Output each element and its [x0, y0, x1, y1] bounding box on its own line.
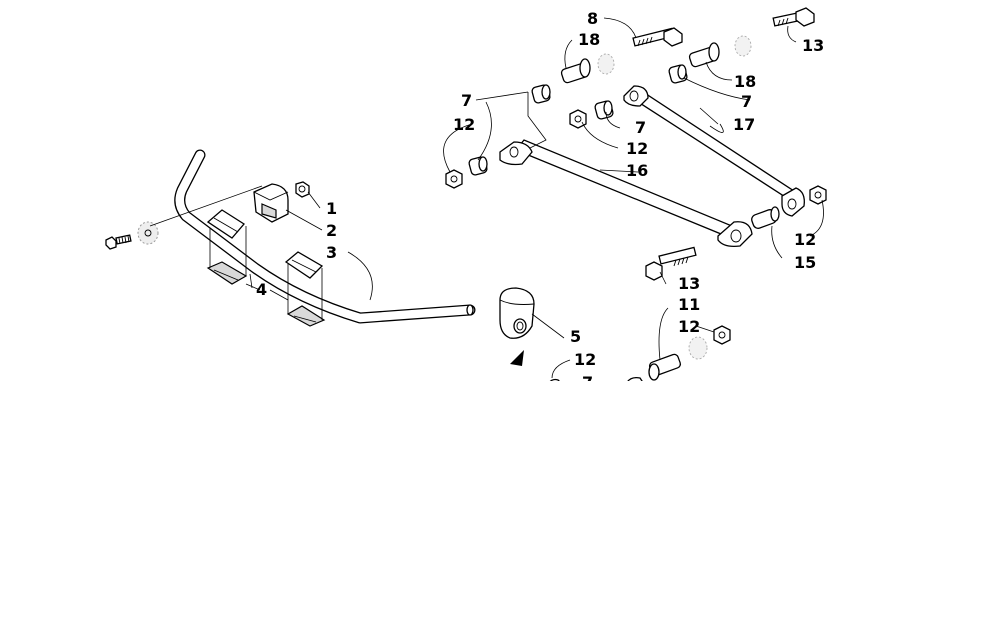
- flanged-bushing-left: [560, 58, 591, 84]
- pivot-bushing-middle: [594, 100, 614, 120]
- callout-18-left: 18: [578, 30, 600, 49]
- pivot-bushing-top-right: [668, 64, 688, 84]
- clamp-assembly-line: [149, 185, 263, 227]
- callout-12-left: 12: [453, 115, 475, 134]
- callout-12-right: 12: [794, 230, 816, 249]
- pivot-bolt-top-right: [772, 7, 815, 27]
- callout-15: 15: [794, 253, 816, 272]
- clamp-nut: [295, 181, 310, 198]
- lock-nut-bottom: [713, 325, 731, 345]
- flanged-bushing-right: [688, 42, 720, 68]
- callout-7-middle: 7: [635, 118, 646, 137]
- callout-7-left: 7: [461, 91, 472, 110]
- bar-bushing-lower-right: [286, 305, 326, 327]
- spacer-sleeve: [751, 206, 780, 229]
- bushing-guide-lines: [209, 226, 323, 320]
- callout-5: 5: [570, 327, 581, 346]
- callout-2: 2: [326, 221, 337, 240]
- callout-1: 1: [326, 199, 337, 218]
- callout-12-bottom: 12: [678, 317, 700, 336]
- lock-nut-middle: [569, 109, 587, 129]
- stabilizer-link-end: [499, 287, 535, 339]
- callout-7-right: 7: [741, 92, 752, 111]
- callout-12-middle: 12: [626, 139, 648, 158]
- callout-4: 4: [256, 280, 267, 299]
- callout-16: 16: [626, 161, 648, 180]
- bar-clamp-bracket: [253, 183, 289, 223]
- callout-13-top: 13: [802, 36, 824, 55]
- bar-bushing-upper-left: [206, 209, 245, 239]
- callout-3: 3: [326, 243, 337, 262]
- lock-nut-right: [809, 185, 827, 205]
- stabilizer-bar: [174, 149, 476, 324]
- callout-18-right: 18: [734, 72, 756, 91]
- bar-bushing-upper-right: [284, 251, 324, 279]
- bar-bushing-lower-left: [206, 261, 248, 285]
- clamp-bolt: [105, 234, 132, 250]
- callout-11: 11: [678, 295, 700, 314]
- callout-8: 8: [587, 9, 598, 28]
- callout-12-lower: 12: [574, 350, 596, 369]
- callout-13-bottom: 13: [678, 274, 700, 293]
- lock-nut-left: [445, 169, 463, 189]
- washer-top-right: [734, 35, 752, 57]
- shoulder-bolt: [648, 353, 682, 381]
- pivot-bolt-top: [632, 27, 683, 47]
- callout-17: 17: [733, 115, 755, 134]
- clamp-washer: [137, 221, 159, 245]
- pivot-bushing-top-left: [531, 84, 551, 104]
- pivot-bushing-lower-left: [468, 156, 488, 176]
- washer-bottom: [688, 336, 708, 360]
- washer-top-left: [597, 53, 615, 75]
- blank-area: [0, 381, 1000, 625]
- lower-a-arm: [499, 85, 805, 248]
- leader-lines: [245, 17, 824, 379]
- callout-labels: 8 18 13 18 7 12 7 7 17 12 16 1 2 3 12 15…: [256, 9, 824, 392]
- direction-arrow-icon: [510, 350, 524, 366]
